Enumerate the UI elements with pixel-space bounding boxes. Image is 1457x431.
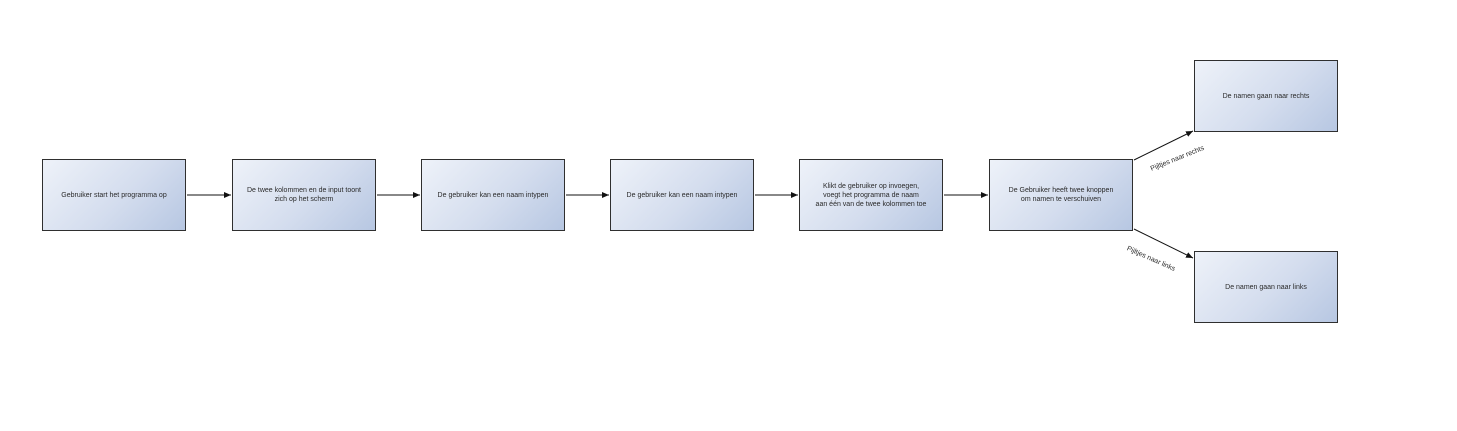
process-box-label: De gebruiker kan een naam intypen [626,191,738,199]
process-box-two-buttons: De Gebruiker heeft twee knoppen om namen… [989,159,1133,231]
process-box-label: De twee kolommen en de input toont zich … [246,187,361,203]
process-box-label: De Gebruiker heeft twee knoppen om namen… [1008,187,1114,203]
edge-two-buttons-to-left [1133,228,1194,259]
edge-two-buttons-to-right [1133,130,1194,161]
process-box-label: Klikt de gebruiker op invoegen, voegt he… [815,182,927,208]
process-box-start: Gebruiker start het programma op [42,159,186,231]
process-box-columns: De twee kolommen en de input toont zich … [232,159,376,231]
process-box-right: De namen gaan naar rechts [1194,60,1338,132]
process-box-left: De namen gaan naar links [1194,251,1338,323]
process-box-label: De namen gaan naar links [1225,283,1307,291]
process-box-label: De gebruiker kan een naam intypen [437,191,549,199]
process-box-type-name-2: De gebruiker kan een naam intypen [610,159,754,231]
process-box-label: De namen gaan naar rechts [1222,92,1310,100]
process-box-insert: Klikt de gebruiker op invoegen, voegt he… [799,159,943,231]
process-box-type-name-1: De gebruiker kan een naam intypen [421,159,565,231]
process-box-label: Gebruiker start het programma op [61,191,167,199]
